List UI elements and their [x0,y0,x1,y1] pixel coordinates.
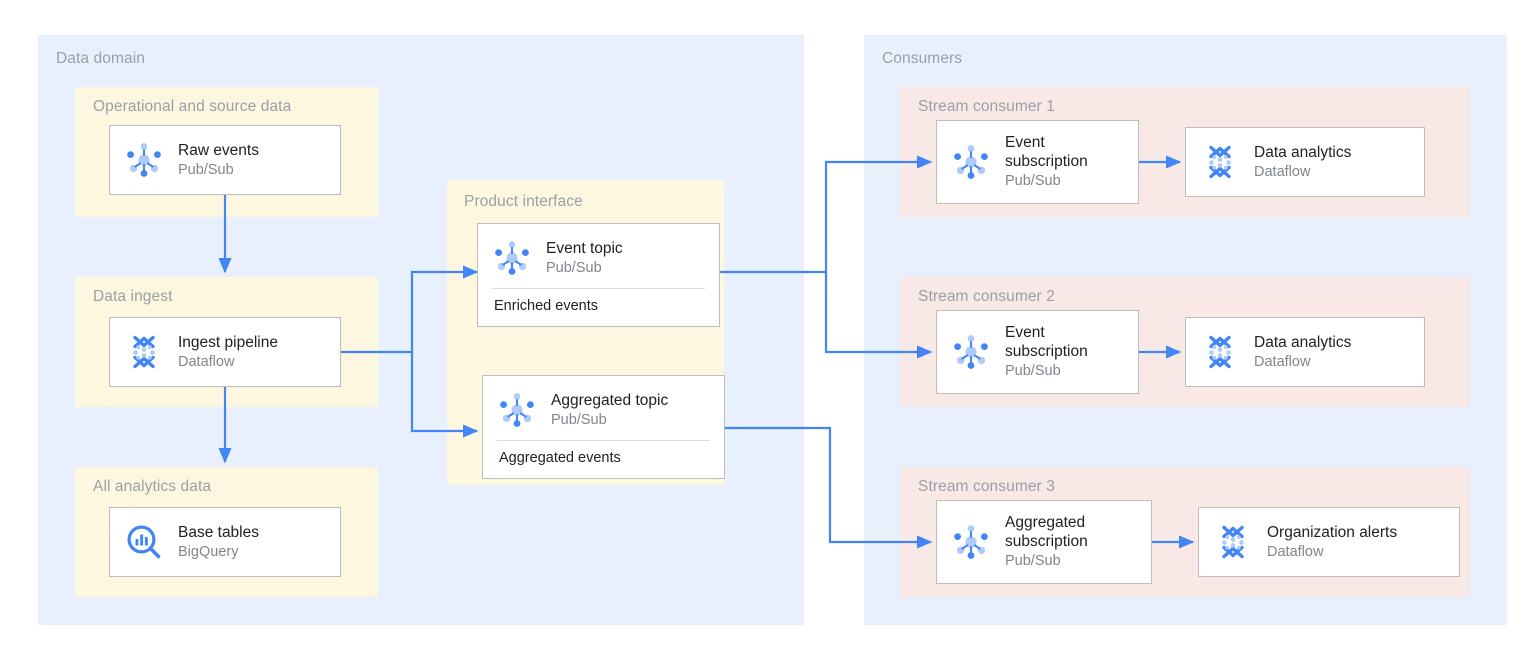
card-subtitle: Dataflow [1267,543,1324,560]
card-aggregated-topic[interactable]: Aggregated topic Pub/Sub Aggregated even… [482,375,725,479]
pubsub-icon [954,145,988,179]
card-title: Aggregated subscription [1005,514,1088,551]
dataflow-icon [1209,335,1231,369]
card-subtitle: Pub/Sub [1005,173,1061,190]
card-title: Base tables [178,523,259,541]
card-title: Ingest pipeline [178,333,278,351]
group-label-stream-consumer-3: Stream consumer 3 [918,478,1055,495]
card-data-analytics-2[interactable]: Data analytics Dataflow [1185,317,1425,387]
pubsub-icon [495,241,529,275]
card-title: Data analytics [1254,333,1352,351]
card-title: Event subscription [1005,134,1088,171]
group-label-data-ingest: Data ingest [93,288,173,305]
card-footer: Aggregated events [497,440,710,477]
card-raw-events[interactable]: Raw events Pub/Sub [109,125,341,195]
dataflow-icon [1209,145,1231,179]
pubsub-icon [954,335,988,369]
card-subtitle: Dataflow [178,353,235,370]
card-title: Data analytics [1254,143,1352,161]
group-label-operational-and-source-data: Operational and source data [93,98,292,115]
card-footer-text: Enriched events [494,298,598,314]
pubsub-icon [954,525,988,559]
card-data-analytics-1[interactable]: Data analytics Dataflow [1185,127,1425,197]
card-title: Event subscription [1005,324,1088,361]
card-base-tables[interactable]: Base tables BigQuery [109,507,341,577]
card-organization-alerts[interactable]: Organization alerts Dataflow [1198,507,1460,577]
bigquery-icon [127,525,161,559]
card-subtitle: Pub/Sub [546,259,602,276]
group-label-stream-consumer-2: Stream consumer 2 [918,288,1055,305]
group-label-consumers: Consumers [882,50,963,67]
card-footer: Enriched events [492,288,705,325]
card-title: Aggregated topic [551,391,669,409]
group-label-stream-consumer-1: Stream consumer 1 [918,98,1055,115]
card-subtitle: Dataflow [1254,163,1311,180]
card-subtitle: Dataflow [1254,353,1311,370]
card-title: Organization alerts [1267,523,1398,541]
group-label-data-domain: Data domain [56,50,145,67]
dataflow-icon [133,335,155,369]
card-subtitle: Pub/Sub [1005,553,1061,570]
card-event-subscription-1[interactable]: Event subscription Pub/Sub [936,120,1139,204]
card-subtitle: BigQuery [178,543,239,560]
card-event-topic[interactable]: Event topic Pub/Sub Enriched events [477,223,720,327]
card-subtitle: Pub/Sub [551,411,607,428]
card-title: Event topic [546,239,623,257]
card-footer-text: Aggregated events [499,450,621,466]
card-ingest-pipeline[interactable]: Ingest pipeline Dataflow [109,317,341,387]
group-label-product-interface: Product interface [464,193,583,210]
pubsub-icon [500,393,534,427]
card-subtitle: Pub/Sub [178,161,234,178]
card-title: Raw events [178,141,259,159]
pubsub-icon [127,143,161,177]
dataflow-icon [1222,525,1244,559]
group-label-all-analytics-data: All analytics data [93,478,212,495]
card-subtitle: Pub/Sub [1005,363,1061,380]
card-aggregated-subscription[interactable]: Aggregated subscription Pub/Sub [936,500,1152,584]
card-event-subscription-2[interactable]: Event subscription Pub/Sub [936,310,1139,394]
